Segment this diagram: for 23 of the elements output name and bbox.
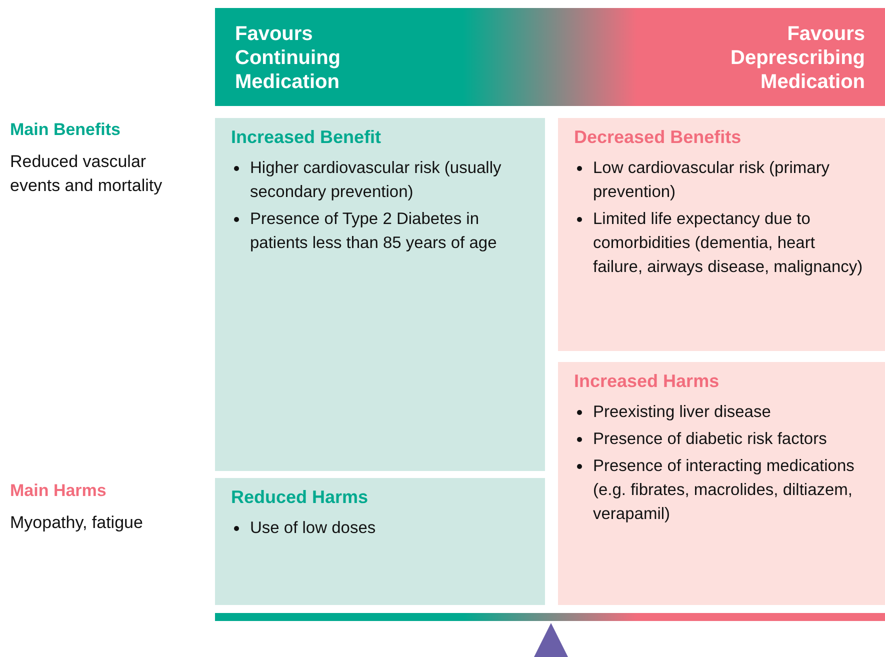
panel-heading: Increased Benefit — [231, 127, 382, 148]
bullet-text: Limited life expectancy due to comorbidities (dementia, heart failure, airways disease, malignancy) — [593, 209, 864, 278]
side-text: Reduced vascular events and mortality — [10, 151, 164, 197]
panel-heading: Increased Harms — [574, 371, 720, 392]
side-heading: Main Benefits — [10, 119, 122, 141]
bullet-text: Low cardiovascular risk (primary prevention) — [593, 158, 831, 203]
bullet-text: Preexisting liver disease — [593, 402, 772, 423]
criteria-panel — [558, 362, 885, 605]
bullet-text: Presence of interacting medications (e.g. fibrates, macrolides, diltiazem, verapamil) — [593, 456, 856, 525]
bullet-text: Presence of diabetic risk factors — [593, 429, 828, 450]
side-text: Myopathy, fatigue — [10, 512, 144, 534]
bullet-text: Use of low doses — [250, 518, 377, 539]
header-text: Favours Deprescribing Medication — [730, 22, 865, 94]
side-heading: Main Harms — [10, 480, 108, 502]
criteria-panel — [558, 118, 885, 351]
criteria-panel — [215, 118, 545, 471]
bullet-text: Higher cardiovascular risk (usually secondary prevention) — [250, 158, 502, 203]
bullet-text: Presence of Type 2 Diabetes in patients less than 85 years of age — [250, 209, 498, 254]
panel-heading: Reduced Harms — [231, 487, 370, 508]
criteria-panel — [215, 478, 545, 605]
header-band — [215, 8, 885, 106]
panel-heading: Decreased Benefits — [574, 127, 742, 148]
header-text: Favours Continuing Medication — [235, 22, 342, 94]
